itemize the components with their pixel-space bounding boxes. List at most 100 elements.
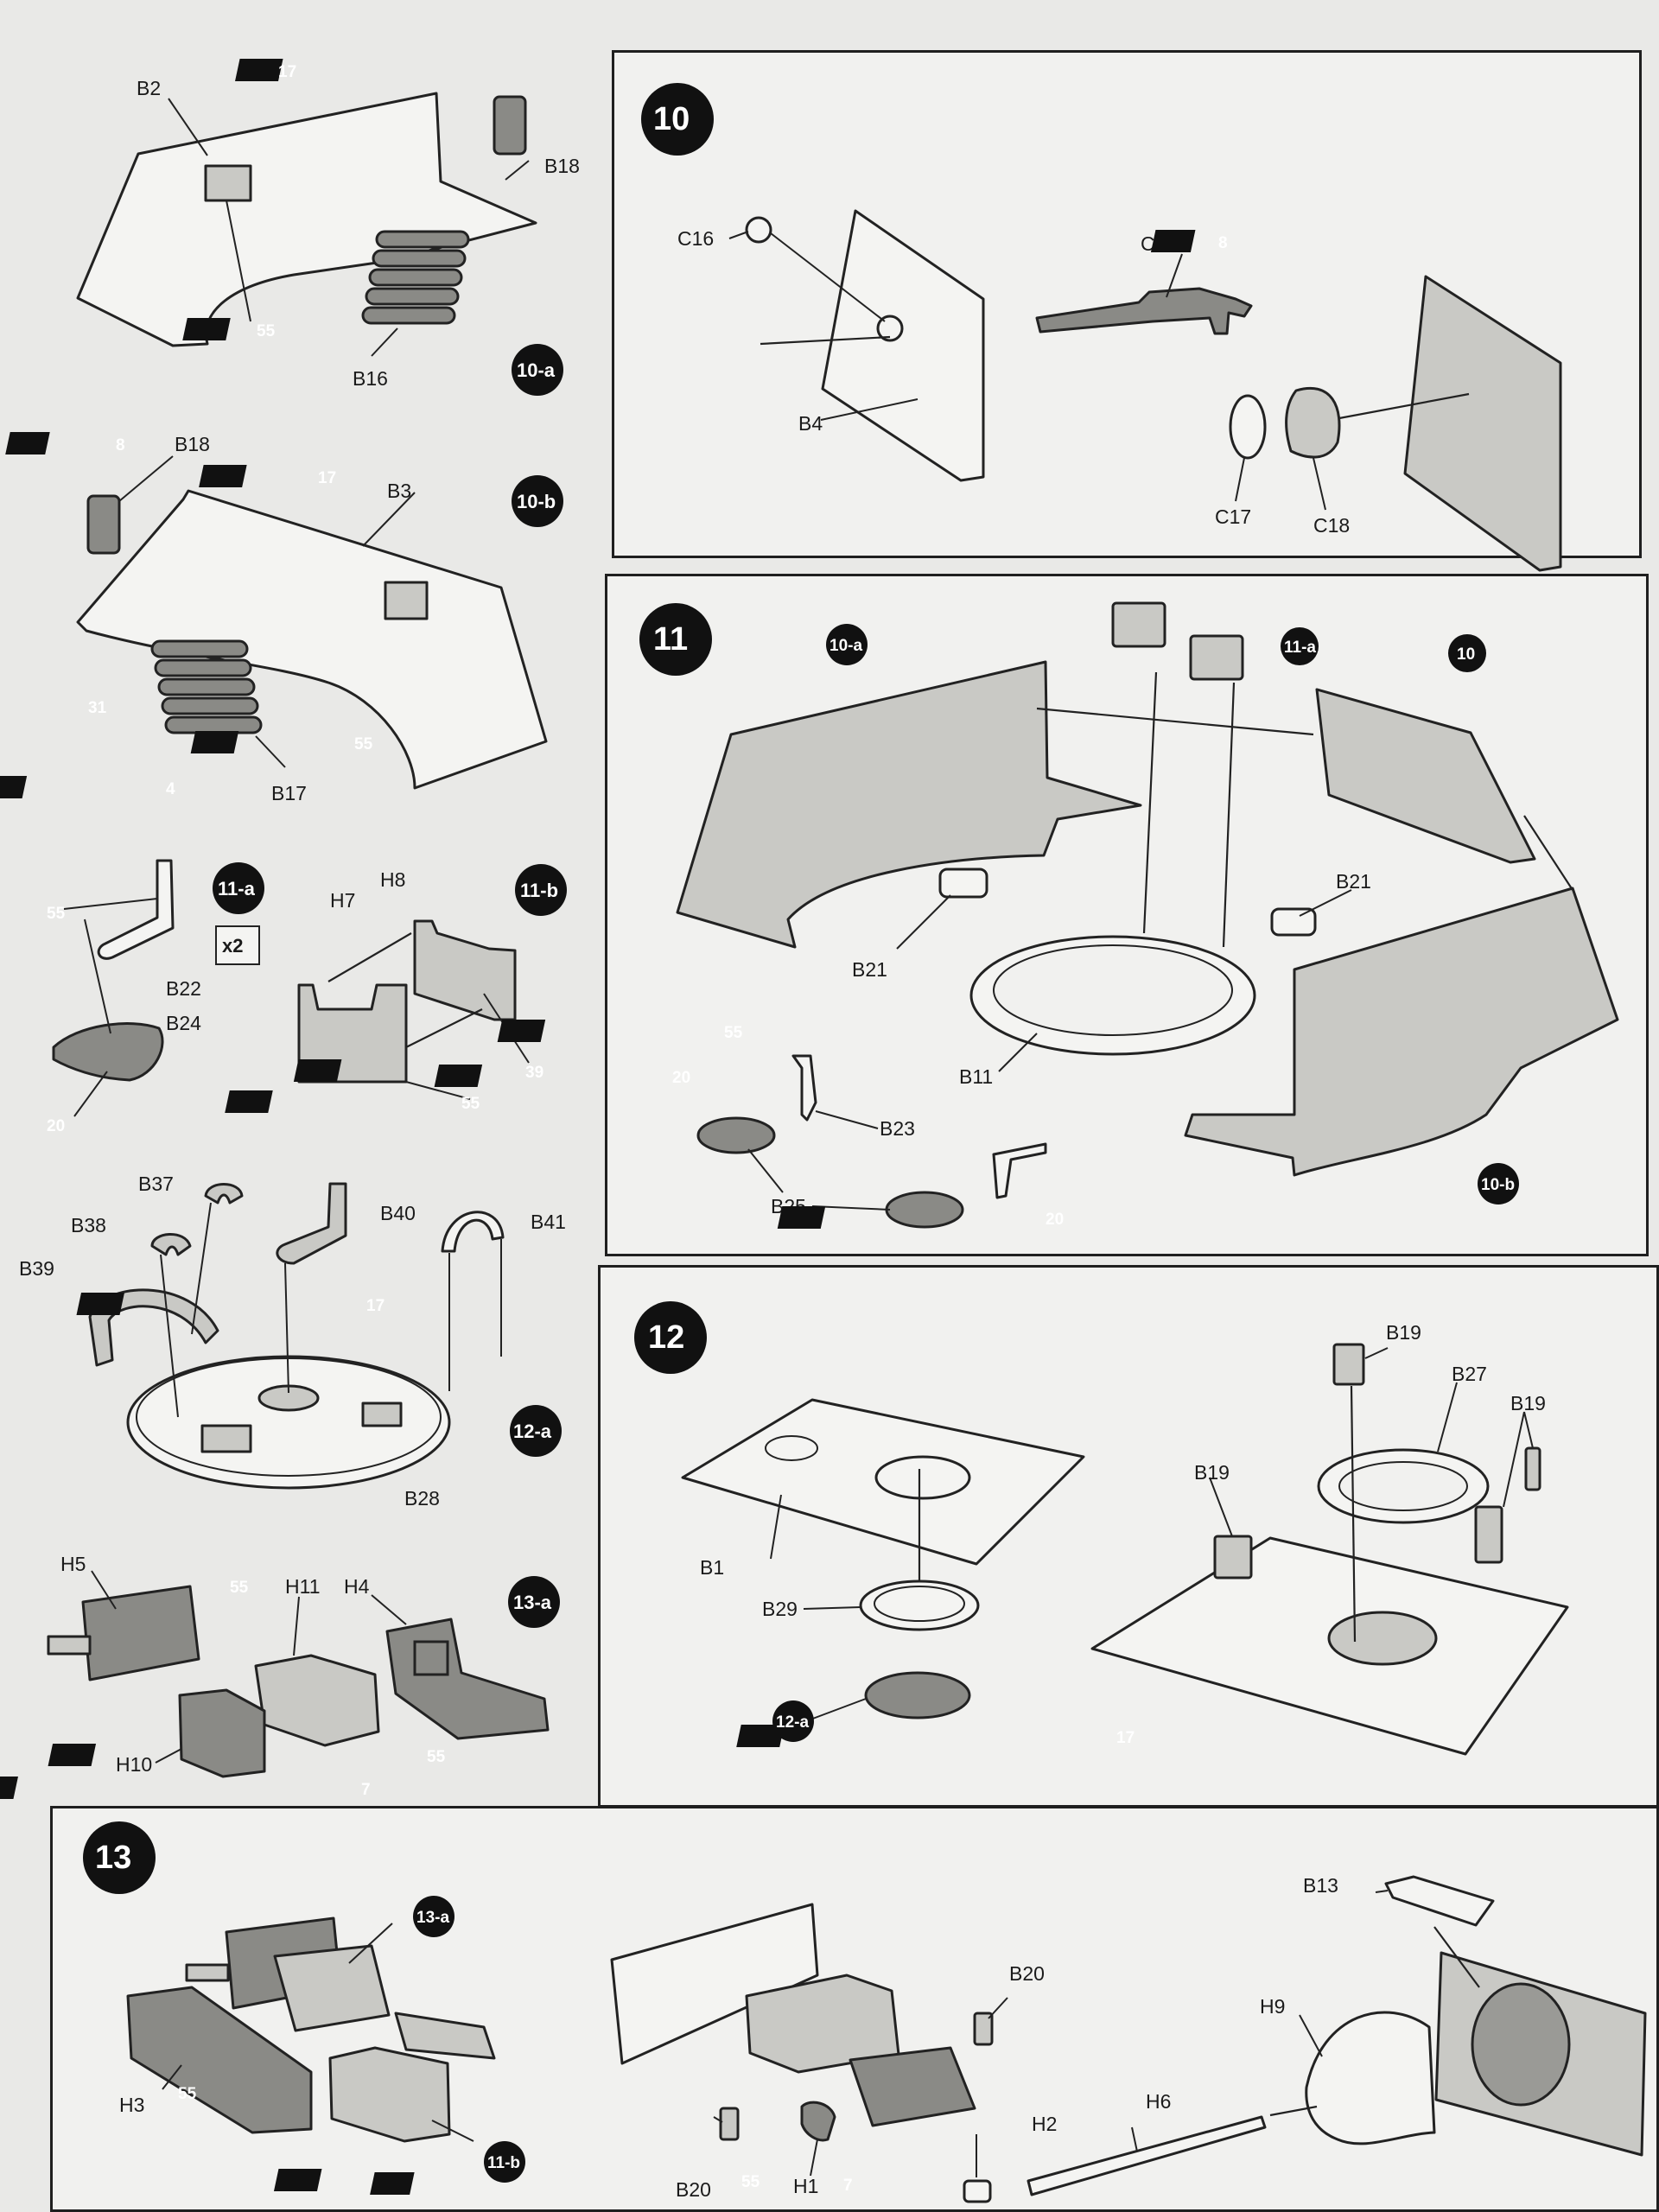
callout-55-13a-bottom: 55 [48,1744,446,1766]
label-b11: B11 [959,1065,993,1088]
step-badge-11b: 11-b [515,864,567,916]
ref-badge-11b: 11-b [484,2141,525,2183]
shell-rack-b16-part [361,230,470,325]
svg-text:11-b: 11-b [520,880,558,901]
label-b4: B4 [798,412,823,435]
base-b24-part [52,1022,164,1082]
label-b1: B1 [700,1556,724,1579]
label-h4: H4 [344,1575,370,1598]
machine-gun-c15-part [1035,287,1253,335]
svg-text:55: 55 [178,2085,197,2103]
label-b19-top: B19 [1386,1321,1421,1344]
label-b29: B29 [762,1598,798,1620]
block-b21-left-part [938,868,988,899]
label-h3: H3 [119,2094,144,2116]
base-b25-left-part [696,1116,776,1154]
ref-badge-13a: 13-a [413,1896,454,1937]
svg-text:55: 55 [461,1095,480,1113]
step-11-group: 11 B21 B21 B11 B23 B25 55 20 20 10-a 11-… [434,601,1619,1229]
latch-b19-right-a-part [1474,1505,1503,1564]
label-b27: B27 [1452,1363,1487,1385]
callout-20-11-left: 20 [434,1065,690,1087]
svg-text:20: 20 [1046,1211,1064,1229]
svg-text:10-b: 10-b [1481,1176,1515,1194]
svg-text:55: 55 [741,2173,760,2191]
turret-wall-left-part [76,92,537,347]
callout-55-a: 55 [182,318,276,340]
svg-text:20: 20 [47,1117,65,1135]
multiplier-box: x2 [215,925,260,965]
svg-text:12-a: 12-a [513,1421,552,1442]
svg-text:8: 8 [1218,234,1228,252]
svg-text:7: 7 [843,2177,853,2195]
callout-7-13a: 7 [0,1777,371,1799]
svg-text:11-a: 11-a [1284,639,1316,657]
svg-text:10-a: 10-a [517,359,556,381]
label-h9: H9 [1260,1995,1285,2018]
svg-text:55: 55 [427,1748,446,1766]
periscope-11a-left-part [1111,601,1166,648]
label-h6: H6 [1146,2090,1171,2113]
ref-badge-10: 10 [1448,634,1486,672]
frame-h3-part [126,1986,313,2134]
part-b38 [150,1233,192,1256]
block-h11-part [254,1654,380,1747]
gun-plate-b4-part [821,209,985,482]
callout-7-13: 7 [370,2172,853,2195]
latch-b19-left-part [1213,1535,1253,1580]
label-b18-b: B18 [175,433,210,455]
label-h10: H10 [116,1753,152,1776]
step-13-group: 13 H3 B20 B20 H1 B13 H9 [83,1821,1647,2203]
svg-text:39: 39 [525,1064,543,1082]
callout-17-12a: 17 [76,1293,385,1315]
latch-b19-top-part [1332,1343,1365,1386]
label-b24: B24 [166,1012,201,1034]
callout-39-11b: 39 [293,1059,543,1082]
substep-10b-group: B18 B3 B17 8 17 31 55 4 10-b [0,432,563,804]
substep-11b-group: H7 H8 39 55 11-b [225,864,567,1113]
callout-8-10: 8 [1150,230,1228,252]
clip-b20-top-part [973,2012,994,2046]
callout-17-b: 17 [199,465,336,487]
step-12-group: 12 B19 B27 B19 B19 B1 B29 17 12-a [634,1301,1569,1756]
label-b38: B38 [71,1214,106,1236]
svg-text:8: 8 [116,436,125,454]
svg-text:10: 10 [653,101,690,137]
periscope-b23-right-part [992,1142,1047,1199]
step-badge-10b: 10-b [512,475,563,527]
svg-text:11-a: 11-a [218,878,256,899]
callout-55-13a-top: 55 [230,1579,249,1597]
label-b20-bottom: B20 [676,2178,711,2201]
periscope-11a-right-part [1189,634,1244,681]
svg-text:13: 13 [95,1840,131,1876]
svg-text:17: 17 [278,63,296,81]
step-badge-10: 10 [641,83,714,156]
step-badge-12: 12 [634,1301,707,1374]
mantlet-frame-part [610,1903,819,2065]
callout-55-13-center: 55 [273,2169,760,2191]
svg-text:55: 55 [230,1579,249,1597]
assembly-10a-ref [676,660,1142,949]
label-b22: B22 [166,977,201,1000]
svg-text:31: 31 [88,699,107,717]
box-center-part [849,2046,976,2127]
step-badge-12a: 12-a [510,1405,562,1457]
label-b20-top: B20 [1009,1962,1045,1985]
box-11b-ref [328,2046,451,2143]
label-b19-right: B19 [1510,1392,1546,1414]
label-h2: H2 [1032,2113,1057,2135]
assembly-10-ref [1315,688,1536,864]
label-h5: H5 [60,1553,86,1575]
ring-c16-part [745,216,772,244]
svg-text:10-b: 10-b [517,491,556,512]
label-c18: C18 [1313,514,1350,537]
mount-c18-part [1285,386,1341,459]
floor-12a-ref [864,1671,971,1719]
knob-h1-part [800,2101,836,2142]
callout-55-11b: 55 [225,1090,480,1113]
label-b39: B39 [19,1257,54,1280]
svg-text:11: 11 [653,621,688,658]
box-h8-part [413,919,517,1021]
ref-badge-12a: 12-a [772,1700,814,1742]
callout-20-11-right: 20 [777,1206,1064,1229]
